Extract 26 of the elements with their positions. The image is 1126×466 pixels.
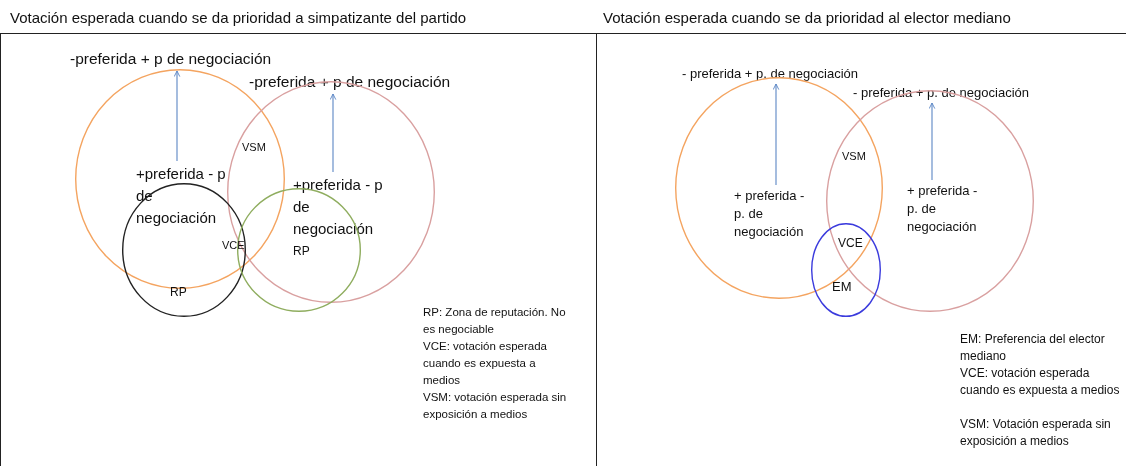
zone-label: RP (170, 285, 187, 299)
circle-outline (826, 90, 1034, 312)
zone-circle (122, 183, 246, 317)
note-text: VCE: votación esperada cuando es expuesta a medios (423, 339, 549, 388)
region-label: VCE (222, 239, 245, 251)
arrow (928, 102, 936, 181)
note-text: EM: Preferencia del elector mediano (960, 331, 1106, 365)
panel-title: Votación esperada cuando se da prioridad al elector mediano (603, 9, 1011, 26)
region-label: VSM (842, 150, 866, 162)
arrow (772, 83, 780, 186)
zone-circle (811, 223, 881, 317)
arrow (329, 93, 337, 173)
zone-description: -preferida + p de negociación (70, 50, 272, 68)
zone-description: +preferida - p de negociación (136, 163, 231, 229)
note-text: VSM: votación esperada sin exposición a medios (423, 390, 568, 422)
zone-label: RP (293, 244, 310, 258)
zone-label: EM (832, 279, 852, 294)
region-label: VCE (838, 236, 863, 250)
note-text: RP: Zona de reputación. No es negociable (423, 305, 567, 337)
region-label: VSM (242, 141, 266, 153)
note-text: VSM: Votación esperada sin exposición a medios (960, 416, 1112, 450)
arrow (173, 70, 181, 162)
note-text: VCE: votación esperada cuando es expuesta a medios (960, 365, 1121, 399)
panel-title: Votación esperada cuando se da prioridad a simpatizante del partido (10, 9, 467, 26)
zone-description: + preferida - p. de negociación (907, 182, 987, 236)
zone-description: + preferida - p. de negociación (734, 187, 814, 241)
